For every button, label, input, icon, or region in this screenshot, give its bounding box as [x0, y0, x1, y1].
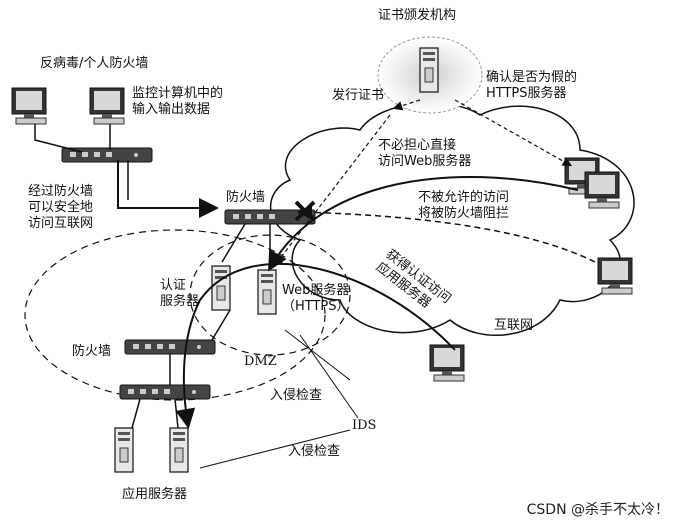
- internet-pc-4-icon: [429, 344, 465, 382]
- firewall-bottom-icon: [124, 339, 216, 355]
- issue-cert-label: 发行证书: [332, 88, 385, 103]
- internal-network-perimeter: [24, 229, 326, 401]
- firewall-bottom-label: 防火墙: [72, 344, 112, 359]
- app-server-label: 应用服务器: [122, 487, 188, 502]
- dmz-label: DMZ: [244, 354, 277, 369]
- watermark: CSDN @杀手不太冷！: [526, 502, 669, 518]
- ca-server-icon: [419, 47, 439, 93]
- internet-pc-2-icon: [584, 171, 620, 209]
- firewall-top-label: 防火墙: [226, 190, 266, 205]
- intrusion-check-label-1: 入侵检查: [270, 388, 323, 403]
- dmz-perimeter: [189, 234, 351, 356]
- internet-label: 互联网: [494, 318, 534, 333]
- safe-access-label: 经过防火墙 可以安全地 访问互联网: [28, 184, 94, 231]
- x-mark-icon: [294, 200, 316, 222]
- pc-antivirus-icon: [11, 87, 47, 125]
- ids-label: IDS: [352, 418, 377, 433]
- web-server-label: Web服务器 （HTTPS）: [282, 283, 350, 314]
- monitor-io-label: 监控计算机中的 输入输出数据: [132, 86, 224, 117]
- blocked-access-label: 不被允许的访问 将被防火墙阻拦: [418, 190, 510, 221]
- internal-hub-icon: [119, 384, 211, 400]
- auth-server-label: 认证 服务器: [160, 278, 200, 309]
- ca-label: 证书颁发机构: [378, 8, 457, 23]
- personal-firewall-label: 反病毒/个人防火墙: [40, 56, 149, 71]
- no-worry-label: 不必担心直接 访问Web服务器: [378, 138, 472, 169]
- app-server-icon-1: [114, 427, 134, 473]
- pc-monitor-icon: [89, 87, 125, 125]
- auth-server-icon: [211, 265, 231, 311]
- intrusion-check-label-2: 入侵检查: [288, 444, 341, 459]
- confirm-https-label: 确认是否为假的 HTTPS服务器: [486, 70, 578, 101]
- web-server-icon: [257, 269, 277, 315]
- internet-pc-3-icon: [597, 257, 633, 295]
- app-server-icon-2: [169, 427, 189, 473]
